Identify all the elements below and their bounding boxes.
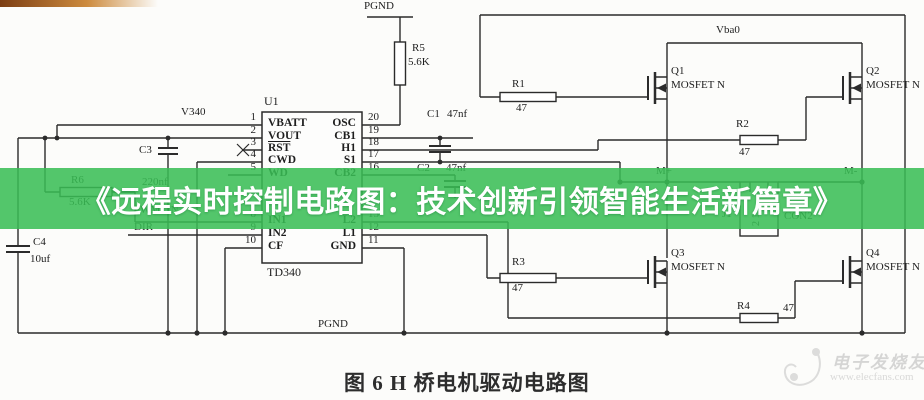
pin-number-17: 17 <box>368 148 379 160</box>
pin-name-l1: L1 <box>342 227 356 239</box>
pin-number-19: 19 <box>368 124 379 136</box>
pin-number-18: 18 <box>368 136 379 148</box>
pin-number-10: 10 <box>245 234 256 246</box>
banner-title: 《远程实时控制电路图：技术创新引领智能生活新篇章》 <box>80 185 844 219</box>
mosfet-q4-type: MOSFET N <box>866 261 920 273</box>
pin-name-h1: H1 <box>341 142 356 154</box>
mosfet-q3-type: MOSFET N <box>671 261 725 273</box>
resistor-r3-ref: R3 <box>512 256 525 268</box>
ic-partname: TD340 <box>267 265 301 279</box>
mosfet-q2-ref: Q2 <box>866 65 880 77</box>
mosfet-q1-ref: Q1 <box>671 65 685 77</box>
net-label-pgnd-bottom: PGND <box>318 318 348 330</box>
pin-name-vbatt: VBATT <box>268 117 307 129</box>
pin-number-5: 5 <box>250 161 257 173</box>
capacitor-c3-ref: C3 <box>139 144 152 156</box>
capacitor-c1-ref: C1 <box>427 108 440 120</box>
resistor-r4-ref: R4 <box>737 300 750 312</box>
watermark-url: www.elecfans.com <box>830 371 914 383</box>
ic-refdes: U1 <box>264 94 279 108</box>
pin-name-in2: IN2 <box>268 227 287 239</box>
pin-name-vout: VOUT <box>268 130 301 142</box>
pin-name-cb1: CB1 <box>334 130 356 142</box>
pin-number-3: 3 <box>250 136 257 148</box>
elecfans-logo-icon <box>783 348 821 386</box>
pin-number-4: 4 <box>250 148 257 160</box>
resistor-r5-val: 5.6K <box>408 56 430 68</box>
pin-name-cf: CF <box>268 240 284 252</box>
pin-number-2: 2 <box>250 124 257 136</box>
mosfet-q2-type: MOSFET N <box>866 79 920 91</box>
capacitor-c4-ref: C4 <box>33 236 46 248</box>
corner-stripe-decoration <box>0 0 158 7</box>
pin-name-gnd: GND <box>330 240 356 252</box>
promo-banner: 《远程实时控制电路图：技术创新引领智能生活新篇章》 <box>0 168 924 229</box>
pin-name-rst: RST <box>268 142 291 154</box>
resistor-r2-ref: R2 <box>736 118 749 130</box>
resistor-r1-ref: R1 <box>512 78 525 90</box>
pin-name-s1: S1 <box>343 154 356 166</box>
watermark-brand: 电子发烧友 <box>832 353 924 372</box>
figure-caption: 图 6 H 桥电机驱动电路图 <box>344 371 590 395</box>
pin-number-1: 1 <box>250 111 257 123</box>
net-label-vba0: Vba0 <box>716 24 740 36</box>
capacitor-c4-val: 10uf <box>30 253 51 265</box>
resistor-r5-ref: R5 <box>412 42 425 54</box>
resistor-r3-val: 47 <box>512 282 523 294</box>
resistor-r4-val: 47 <box>783 302 794 314</box>
watermark: 电子发烧友 www.elecfans.com <box>778 340 924 398</box>
pin-number-20: 20 <box>368 111 379 123</box>
pin-name-cwd: CWD <box>268 154 297 166</box>
pin-name-osc: OSC <box>332 117 356 129</box>
mosfet-q3-ref: Q3 <box>671 247 685 259</box>
mosfet-q4-ref: Q4 <box>866 247 880 259</box>
pin-number-11: 11 <box>368 234 379 246</box>
resistor-r1-val: 47 <box>516 102 527 114</box>
resistor-r2-val: 47 <box>739 146 750 158</box>
pin-number-16: 16 <box>368 161 379 173</box>
net-label-v340: V340 <box>181 106 206 118</box>
capacitor-c1-val: 47nf <box>447 108 468 120</box>
mosfet-q1-type: MOSFET N <box>671 79 725 91</box>
net-label-pgnd-top: PGND <box>364 0 394 12</box>
